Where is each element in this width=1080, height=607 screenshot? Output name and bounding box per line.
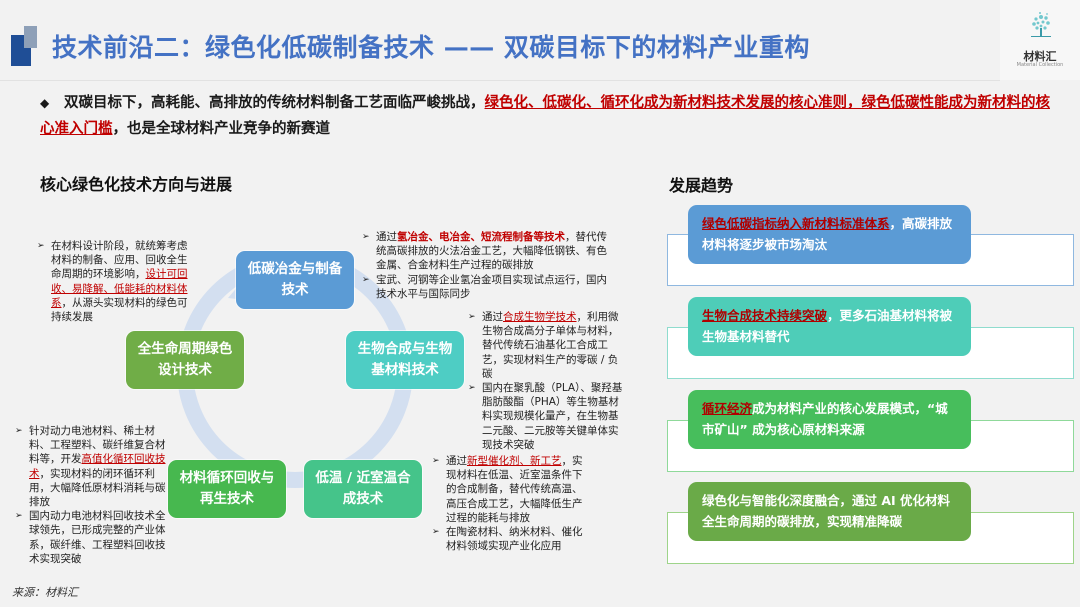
tree-logo-icon — [1031, 12, 1051, 37]
desc-lifecycle-design: 在材料设计阶段，就统筹考虑材料的制备、应用、回收全生命周期的环境影响，设计可回收… — [37, 239, 190, 324]
title-mark-icon — [11, 26, 37, 68]
logo: 材料汇 Material Collection — [1000, 0, 1080, 80]
list-item: 通过氢冶金、电冶金、短流程制备等技术，替代传统高碳排放的火法冶金工艺，大幅降低钢… — [362, 230, 612, 273]
intro-text-1: 双碳目标下，高耗能、高排放的传统材料制备工艺面临严峻挑战， — [64, 95, 485, 111]
page-title: 技术前沿二：绿色化低碳制备技术 —— 双碳目标下的材料产业重构 — [52, 33, 810, 62]
right-section-title: 发展趋势 — [669, 176, 734, 195]
node-recycling: 材料循环回收与再生技术 — [168, 460, 286, 518]
node-lifecycle-design: 全生命周期绿色设计技术 — [126, 331, 244, 389]
title-divider — [0, 80, 1000, 81]
desc-low-temp: 通过新型催化剂、新工艺，实现材料在低温、近室温条件下的合成制备，替代传统高温、高… — [432, 454, 590, 553]
list-item: 针对动力电池材料、稀土材料、工程塑料、碳纤维复合材料等，开发高值化循环回收技术，… — [15, 424, 167, 509]
node-low-temp-synthesis: 低温 / 近室温合成技术 — [304, 460, 422, 518]
trend-pill: 绿色低碳指标纳入新材料标准体系，高碳排放材料将逐步被市场淘汰 — [688, 205, 971, 264]
source-note: 来源：材料汇 — [12, 586, 78, 599]
list-item: 国内动力电池材料回收技术全球领先，已形成完整的产业体系，碳纤维、工程塑料回收技术… — [15, 509, 167, 566]
trend-pill: 绿色化与智能化深度融合，通过 AI 优化材料全生命周期的碳排放，实现精准降碳 — [688, 482, 971, 541]
desc-bio-synthesis: 通过合成生物学技术，利用微生物合成高分子单体与材料，替代传统石油基化工合成工艺，… — [468, 310, 623, 452]
list-item: 通过合成生物学技术，利用微生物合成高分子单体与材料，替代传统石油基化工合成工艺，… — [468, 310, 623, 381]
trend-pill: 生物合成技术持续突破，更多石油基材料将被生物基材料替代 — [688, 297, 971, 356]
left-section-title: 核心绿色化技术方向与进展 — [40, 175, 233, 194]
logo-name-en: Material Collection — [1016, 62, 1064, 68]
list-item: 国内在聚乳酸（PLA）、聚羟基脂肪酸酯（PHA）等生物基材料实现规模化量产，在生… — [468, 381, 623, 452]
desc-recycling: 针对动力电池材料、稀土材料、工程塑料、碳纤维复合材料等，开发高值化循环回收技术，… — [15, 424, 167, 566]
trend-pill: 循环经济成为材料产业的核心发展模式，“城市矿山” 成为核心原材料来源 — [688, 390, 971, 449]
node-bio-synthesis: 生物合成与生物基材料技术 — [346, 331, 464, 389]
desc-metallurgy: 通过氢冶金、电冶金、短流程制备等技术，替代传统高碳排放的火法冶金工艺，大幅降低钢… — [362, 230, 612, 301]
intro-statement: ◆ 双碳目标下，高耗能、高排放的传统材料制备工艺面临严峻挑战，绿色化、低碳化、循环… — [40, 90, 1050, 142]
list-item: 在陶瓷材料、纳米材料、催化材料领域实现产业化应用 — [432, 525, 590, 553]
diamond-icon: ◆ — [40, 96, 50, 110]
logo-name-cn: 材料汇 — [1023, 50, 1057, 63]
intro-text-2: ，也是全球材料产业竞争的新赛道 — [112, 121, 331, 137]
list-item: 在材料设计阶段，就统筹考虑材料的制备、应用、回收全生命周期的环境影响，设计可回收… — [37, 239, 190, 324]
node-low-carbon-metallurgy: 低碳冶金与制备技术 — [236, 251, 354, 309]
list-item: 通过新型催化剂、新工艺，实现材料在低温、近室温条件下的合成制备，替代传统高温、高… — [432, 454, 590, 525]
list-item: 宝武、河钢等企业氢冶金项目实现试点运行，国内技术水平与国际同步 — [362, 273, 612, 301]
title-bar: 技术前沿二：绿色化低碳制备技术 —— 双碳目标下的材料产业重构 — [0, 0, 1000, 80]
intro-highlight: 绿色化、低碳化、循环化成为新材料技术发展的核心准则，绿色低碳性能成为新材料的核心… — [40, 95, 1050, 137]
